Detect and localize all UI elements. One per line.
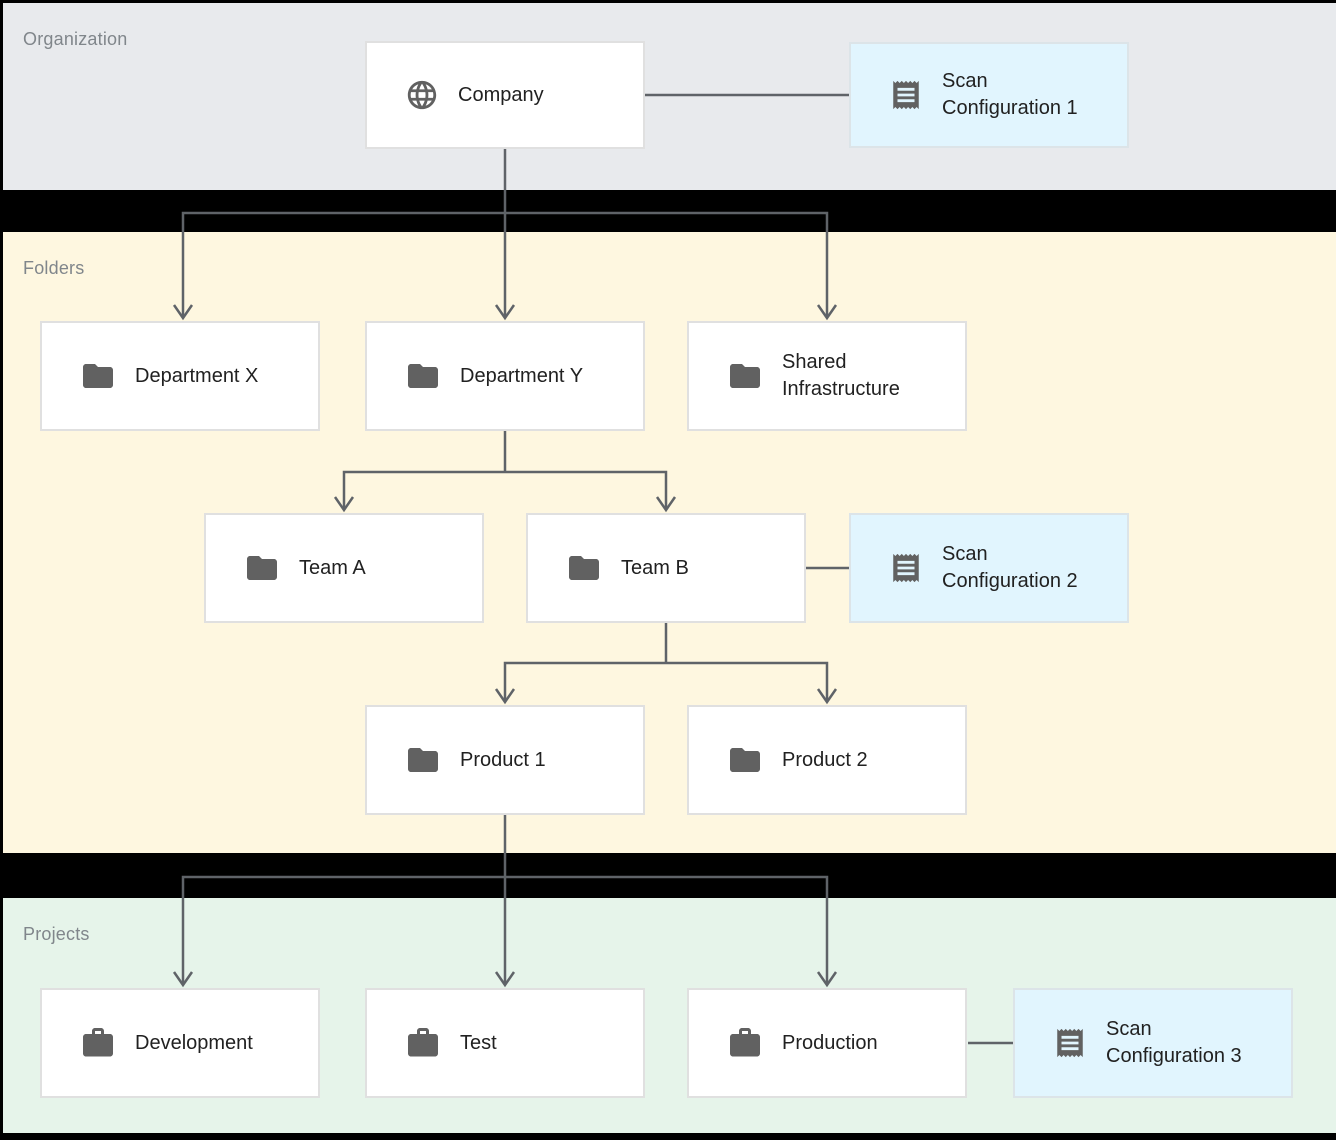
node-development: Development [40, 988, 320, 1098]
folder-icon [80, 358, 116, 394]
node-company: Company [365, 41, 645, 149]
node-label: Test [460, 1031, 497, 1054]
node-label: Company [458, 83, 544, 106]
node-department-x: Department X [40, 321, 320, 431]
node-team-b: Team B [526, 513, 806, 623]
organization-band-label: Organization [23, 29, 128, 49]
node-label: Product 1 [460, 748, 546, 771]
node-label: Shared Infrastructure [782, 351, 900, 400]
folder-icon [405, 742, 441, 778]
node-label: Development [135, 1031, 253, 1054]
node-test: Test [365, 988, 645, 1098]
node-product-1: Product 1 [365, 705, 645, 815]
projects-band-label: Projects [23, 924, 90, 944]
node-label: Product 2 [782, 748, 868, 771]
folders-band-label: Folders [23, 258, 85, 278]
node-label: Scan Configuration 2 [942, 543, 1078, 592]
node-label: Production [782, 1031, 878, 1054]
receipt-icon [889, 551, 923, 585]
node-label: Scan Configuration 3 [1106, 1018, 1242, 1067]
node-label: Team B [621, 556, 689, 579]
node-label: Department X [135, 364, 259, 387]
node-team-a: Team A [204, 513, 484, 623]
folder-icon [727, 358, 763, 394]
node-scan-configuration-1: Scan Configuration 1 [849, 42, 1129, 148]
briefcase-icon [727, 1025, 763, 1061]
node-scan-configuration-2: Scan Configuration 2 [849, 513, 1129, 623]
receipt-icon [889, 78, 923, 112]
folder-icon [244, 550, 280, 586]
node-shared-infrastructure: Shared Infrastructure [687, 321, 967, 431]
node-scan-configuration-3: Scan Configuration 3 [1013, 988, 1293, 1098]
node-label: Scan Configuration 1 [942, 70, 1078, 119]
node-label: Department Y [460, 364, 584, 387]
folder-icon [405, 358, 441, 394]
globe-icon [405, 78, 439, 112]
node-label: Team A [299, 556, 366, 579]
node-department-y: Department Y [365, 321, 645, 431]
briefcase-icon [80, 1025, 116, 1061]
folder-icon [566, 550, 602, 586]
receipt-icon [1053, 1026, 1087, 1060]
node-production: Production [687, 988, 967, 1098]
folder-icon [727, 742, 763, 778]
briefcase-icon [405, 1025, 441, 1061]
node-product-2: Product 2 [687, 705, 967, 815]
